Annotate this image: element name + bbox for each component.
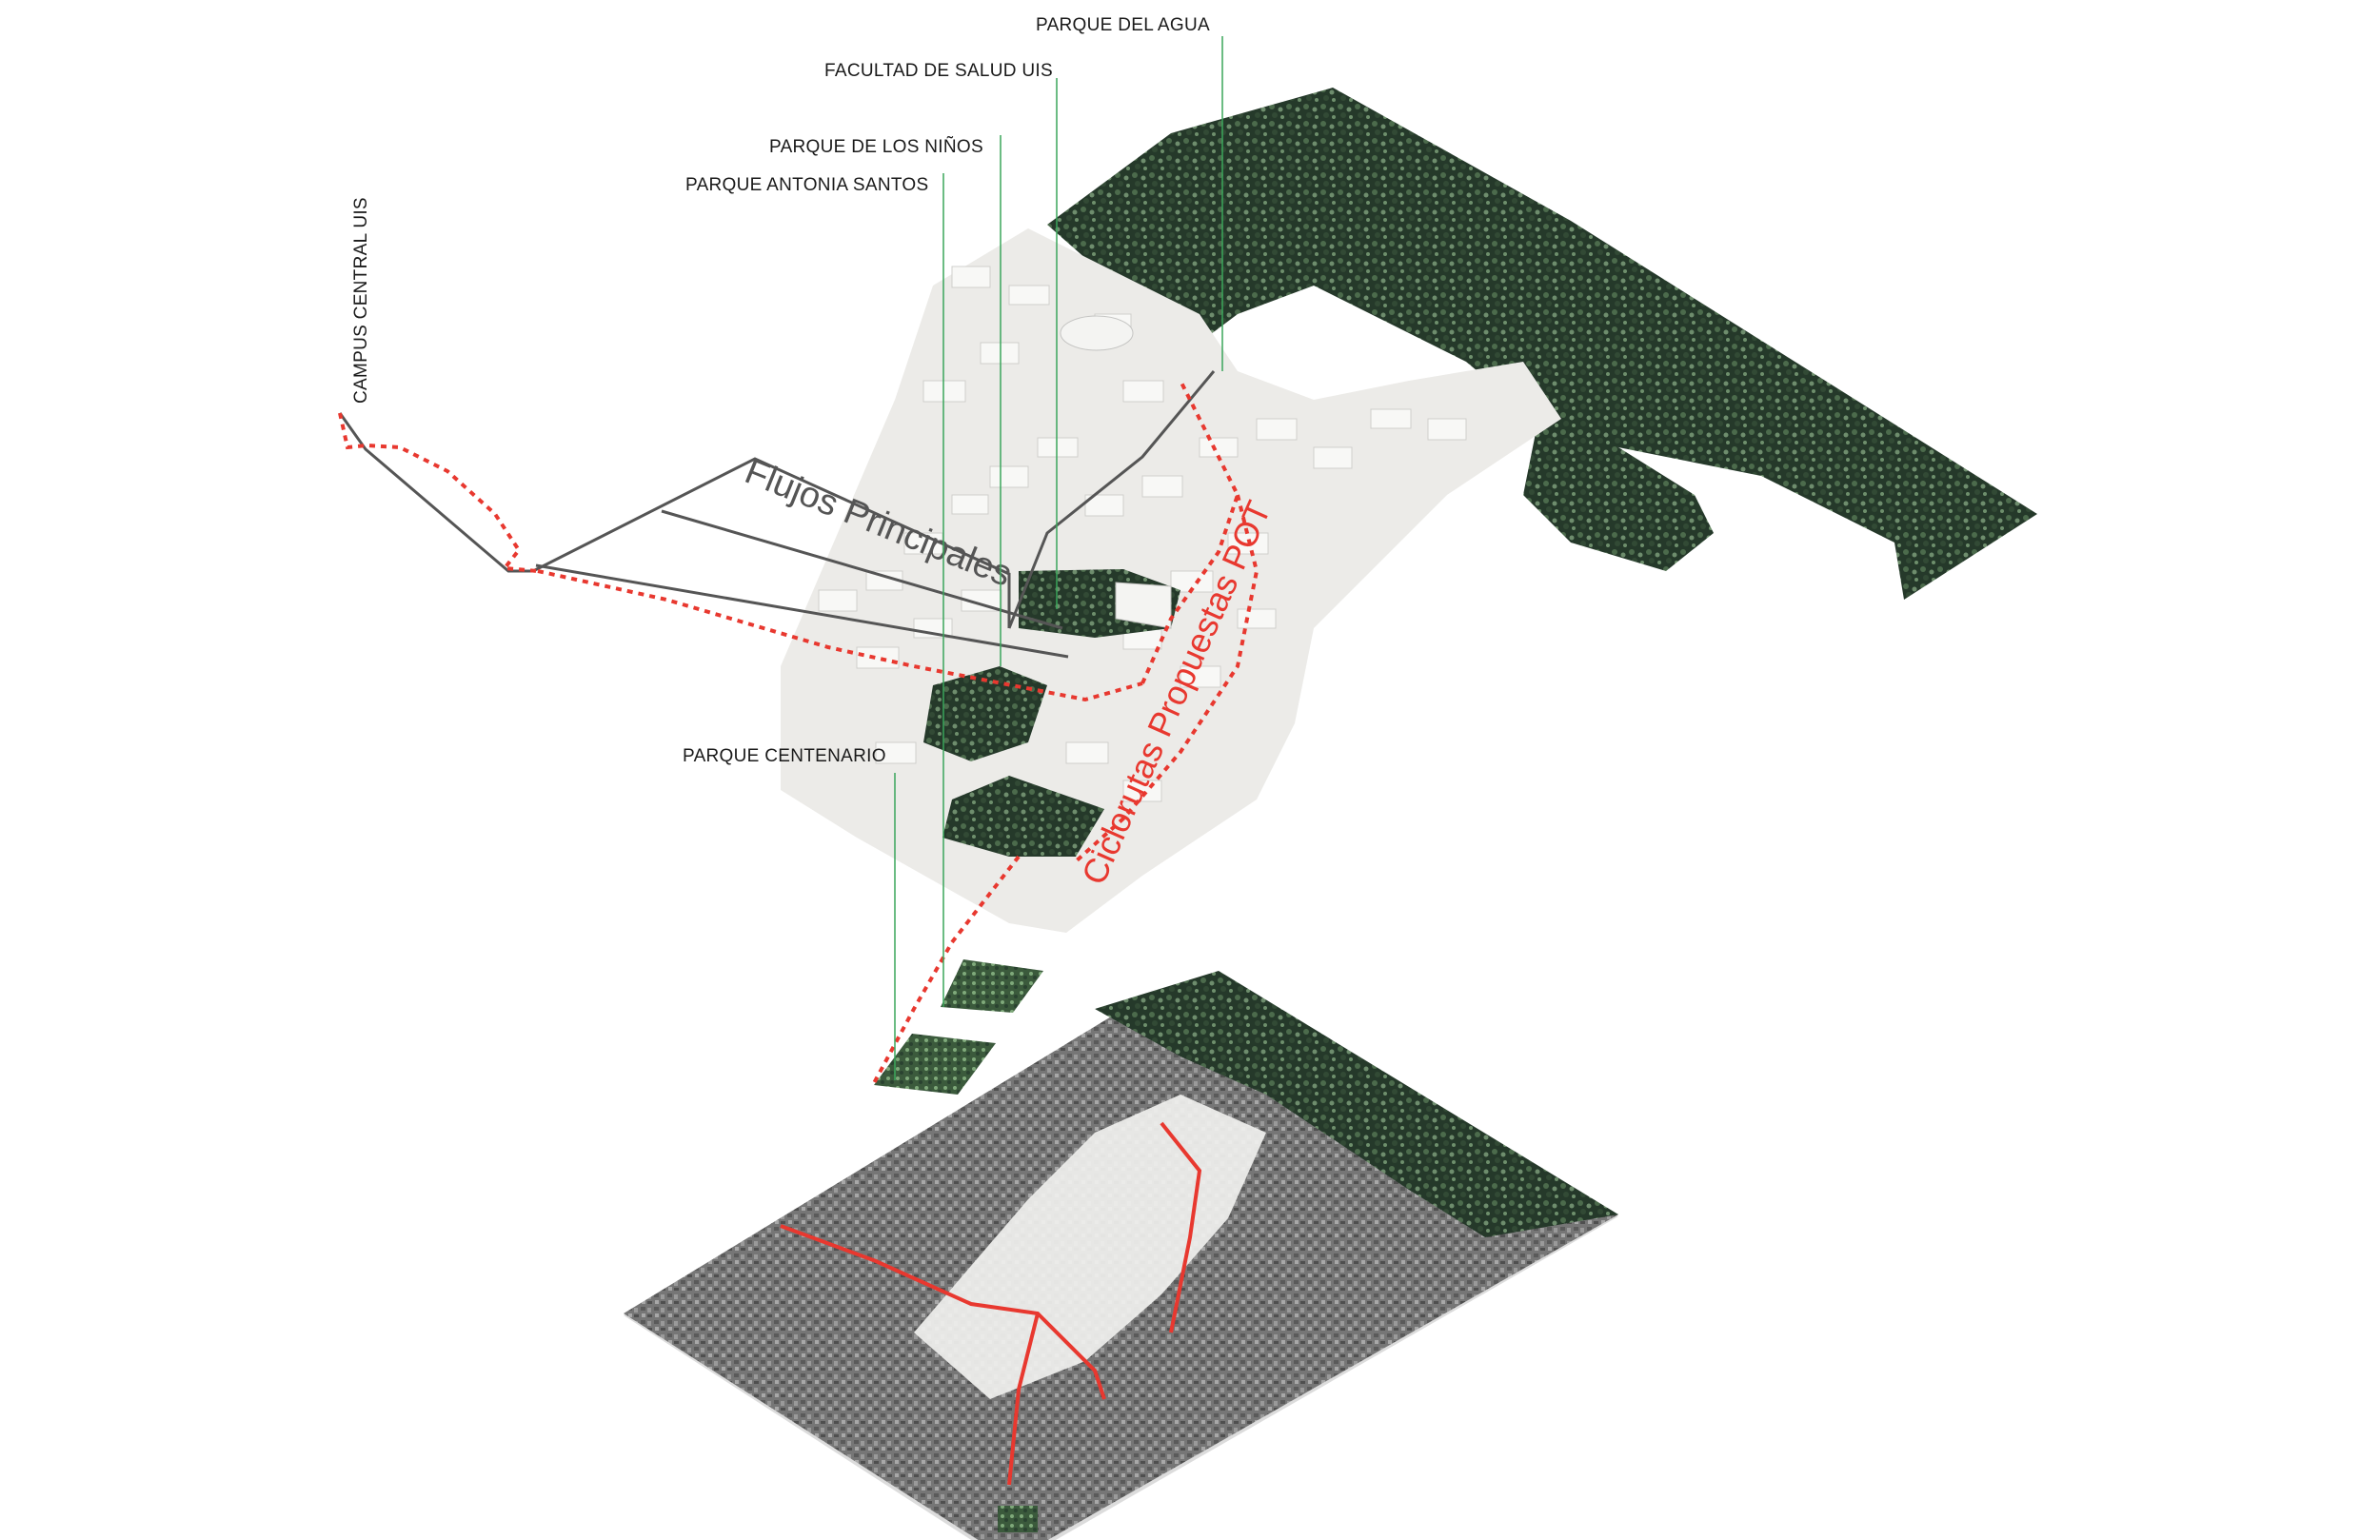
ciclorutas-propuestas (338, 380, 1259, 1084)
base-satellite-layer (624, 971, 1618, 1540)
place-labels: PARQUE DEL AGUA FACULTAD DE SALUD UIS PA… (351, 15, 1210, 766)
label-facultad-salud: FACULTAD DE SALUD UIS (824, 61, 1053, 81)
vegetation-massif (1047, 88, 2037, 600)
base-park-patch (998, 1506, 1038, 1532)
label-parque-del-agua: PARQUE DEL AGUA (1036, 15, 1210, 35)
upper-city-layer (781, 88, 2037, 933)
label-parque-centenario: PARQUE CENTENARIO (683, 746, 886, 766)
park-patch-upper (941, 959, 1043, 1013)
base-cicloruta (780, 1121, 1202, 1486)
park-patch-lower (874, 1034, 996, 1095)
base-city-white (914, 1095, 1266, 1399)
stadium (1060, 315, 1134, 351)
park-centenario (942, 776, 1104, 857)
park-antonia-santos (923, 666, 1047, 761)
base-vegetation (1095, 971, 1618, 1237)
tall-building (1115, 582, 1172, 629)
label-parque-antonia: PARQUE ANTONIA SANTOS (685, 175, 928, 195)
label-campus-central: CAMPUS CENTRAL UIS (351, 197, 371, 404)
leader-lines (894, 36, 1223, 1080)
label-parque-ninos: PARQUE DE LOS NIÑOS (769, 136, 983, 157)
park-patches-layer (874, 959, 1043, 1095)
vegetation-hill (1523, 400, 1714, 571)
